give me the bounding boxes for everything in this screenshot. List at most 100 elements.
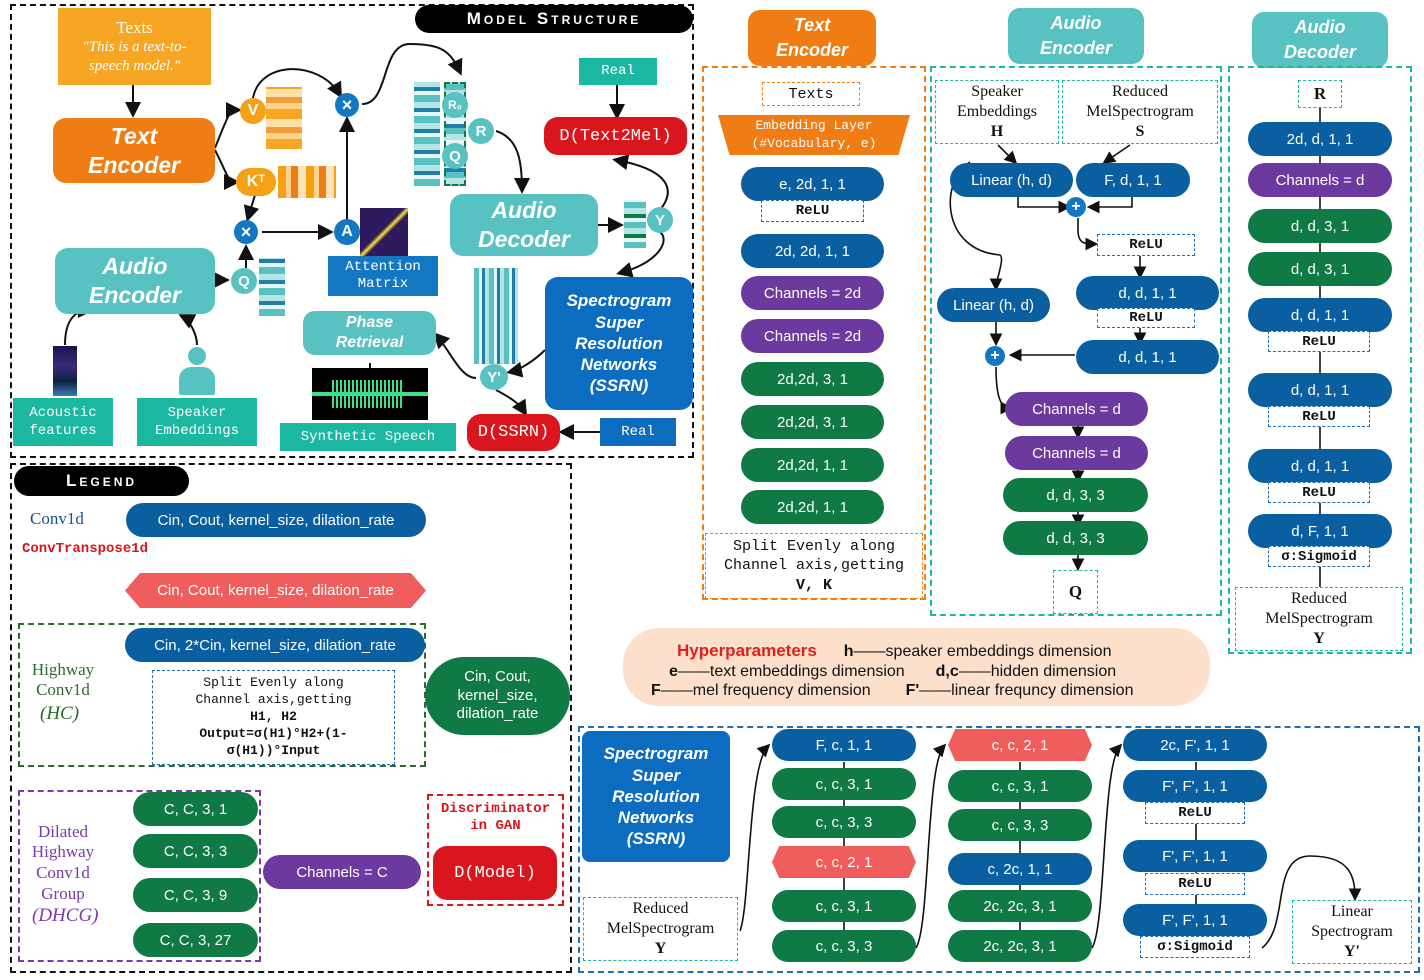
ssrn-output-line1: Linear bbox=[1331, 903, 1373, 920]
ae-dd11-a: d, d, 1, 1 bbox=[1076, 276, 1219, 310]
real-top-label: Real bbox=[579, 58, 657, 85]
ssrn-c1-layer-3: c, c, 3, 3 bbox=[772, 806, 916, 838]
discriminator-box: D(Model) bbox=[433, 846, 557, 900]
ad-output: Reduced MelSpectrogram Y bbox=[1235, 587, 1403, 651]
ssrn-c1-layer-5: c, c, 3, 1 bbox=[772, 890, 916, 922]
ad-l2: Channels = d bbox=[1248, 163, 1392, 197]
dhcg-item-3: C, C, 3, 9 bbox=[133, 878, 258, 912]
ssrn-c1-layer-2: c, c, 3, 1 bbox=[772, 768, 916, 800]
ad-output-line2: MelSpectrogram bbox=[1265, 610, 1373, 627]
ssrn-c3-sigmoid: σ:Sigmoid bbox=[1140, 936, 1250, 958]
ad-sigmoid: σ:Sigmoid bbox=[1268, 546, 1370, 567]
highway-split-line2: Channel axis,getting bbox=[195, 692, 352, 708]
ssrn-c3-l1: 2c, F', 1, 1 bbox=[1123, 729, 1267, 761]
r0-heatmap bbox=[414, 82, 440, 186]
ae-reduced-line3: S bbox=[1135, 123, 1145, 140]
ssrn-title: Spectrogram Super Resolution Networks (S… bbox=[582, 731, 730, 862]
v-symbol: V bbox=[240, 98, 266, 124]
highway-split-line5: σ(H1))°Input bbox=[226, 742, 321, 758]
ae-linear-left: Linear (h, d) bbox=[937, 288, 1050, 322]
legend-panel bbox=[10, 463, 572, 973]
ae-relu-1: ReLU bbox=[1097, 234, 1195, 256]
r-symbol: R bbox=[468, 118, 494, 144]
multiply-top-icon: × bbox=[335, 93, 359, 117]
ad-l8: d, F, 1, 1 bbox=[1248, 514, 1392, 548]
ae-channels-2: Channels = d bbox=[1005, 436, 1148, 470]
ad-output-line1: Reduced bbox=[1291, 590, 1347, 607]
ssrn-c2-layer-5: 2c, 2c, 3, 1 bbox=[948, 890, 1092, 922]
model-structure-arrows bbox=[64, 42, 669, 440]
ae-dd33-b: d, d, 3, 3 bbox=[1003, 521, 1148, 555]
conv1d-label: Conv1d bbox=[30, 509, 84, 528]
conv1d-pill: Cin, Cout, kernel_size, dilation_rate bbox=[126, 503, 426, 537]
hyper-f-text: ——mel frequency dimension bbox=[660, 682, 871, 699]
model-structure-title: Model Structure bbox=[415, 5, 693, 33]
highway-pill: Cin, 2*Cin, kernel_size, dilation_rate bbox=[125, 628, 425, 662]
te-layer-1: e, 2d, 1, 1 bbox=[741, 167, 884, 201]
text-encoder-input: Texts bbox=[762, 82, 860, 106]
dhcg-item-4: C, C, 3, 27 bbox=[133, 923, 258, 957]
text-encoder-split-line2: Channel axis,getting bbox=[723, 557, 905, 575]
ssrn-c2-layer-3: c, c, 3, 3 bbox=[948, 809, 1092, 841]
text-encoder-split-box: Split Evenly along Channel axis,getting … bbox=[705, 533, 923, 599]
y-heatmap bbox=[624, 200, 646, 248]
ae-speaker-line1: Speaker bbox=[971, 83, 1023, 100]
hyper-f-key: F bbox=[651, 682, 661, 699]
q-heatmap bbox=[259, 258, 285, 316]
r0-symbol: R₀ bbox=[442, 92, 468, 118]
ssrn-input-line1: Reduced bbox=[632, 900, 689, 917]
text-encoder-header: Text Encoder bbox=[748, 10, 876, 66]
discriminator-label: Discriminator in GAN bbox=[440, 801, 551, 834]
highway-split-line1: Split Evenly along bbox=[203, 675, 344, 691]
ad-l3: d, d, 3, 1 bbox=[1248, 209, 1392, 243]
hyper-h-key: h bbox=[843, 643, 854, 660]
texts-quote: "This is a text-to-speech model." bbox=[82, 39, 187, 75]
ssrn-panel bbox=[578, 726, 1420, 973]
te-layer-9: 2d,2d, 1, 1 bbox=[741, 490, 884, 524]
ssrn-output: Linear Spectrogram Y' bbox=[1292, 900, 1412, 964]
dhcg-label: Dilated Highway Conv1d Group bbox=[31, 821, 95, 903]
audio-decoder-header: Audio Decoder bbox=[1252, 12, 1388, 68]
te-layer-5: Channels = 2d bbox=[741, 319, 884, 353]
ssrn-c2-layer-2: c, c, 3, 1 bbox=[948, 770, 1092, 802]
ae-speaker-line3: H bbox=[990, 123, 1004, 140]
te-layer-6: 2d,2d, 3, 1 bbox=[741, 362, 884, 396]
speaker-avatar-icon bbox=[179, 347, 215, 395]
te-layer-2: ReLU bbox=[761, 200, 864, 222]
hyper-e-key: e bbox=[669, 663, 678, 680]
ssrn-output-line2: Spectrogram bbox=[1311, 923, 1393, 940]
convtranspose-label: ConvTranspose1d bbox=[22, 541, 149, 557]
ae-linear-top: Linear (h, d) bbox=[950, 163, 1073, 197]
ad-relu-3: ReLU bbox=[1268, 482, 1370, 503]
hyper-fp-key: F' bbox=[905, 682, 920, 699]
hyper-e-text: ——text embeddings dimension bbox=[677, 663, 905, 680]
audio-decoder-panel bbox=[1228, 66, 1412, 654]
y-symbol: Y bbox=[647, 207, 673, 233]
highway-label: Highway Conv1d bbox=[31, 660, 95, 699]
discriminator-group bbox=[427, 794, 564, 906]
ssrn-c2-layer-1: c, c, 2, 1 bbox=[948, 729, 1092, 761]
highway-abbr: (HC) bbox=[40, 703, 80, 724]
ae-reduced-line1: Reduced bbox=[1112, 83, 1168, 100]
hyperparameters-box: Hyperparameters h——speaker embeddings di… bbox=[623, 628, 1210, 706]
ad-relu-2: ReLU bbox=[1268, 406, 1370, 427]
kt-symbol: Kᵀ bbox=[236, 168, 276, 196]
d-text2mel-box: D(Text2Mel) bbox=[544, 117, 687, 155]
text-encoder-block: Text Encoder bbox=[53, 118, 215, 183]
attention-matrix-label: Attention Matrix bbox=[328, 256, 438, 296]
ssrn-c3-relu1: ReLU bbox=[1145, 802, 1245, 824]
audio-encoder-panel bbox=[930, 66, 1222, 616]
ad-l5: d, d, 1, 1 bbox=[1248, 298, 1392, 332]
audio-encoder-header: Audio Encoder bbox=[1008, 8, 1144, 64]
a-symbol: A bbox=[334, 219, 360, 245]
embedding-layer-dims: (#Vocabulary, e) bbox=[751, 136, 877, 151]
acoustic-features-label: Acoustic features bbox=[13, 398, 113, 446]
ssrn-c3-relu2: ReLU bbox=[1145, 873, 1245, 895]
hyper-title: Hyperparameters bbox=[677, 641, 817, 660]
hyper-fp-text: ——linear frequncy dimension bbox=[919, 682, 1134, 699]
kt-heatmap bbox=[278, 166, 336, 198]
ssrn-c2-layer-4: c, 2c, 1, 1 bbox=[948, 853, 1092, 885]
ae-fd11: F, d, 1, 1 bbox=[1076, 163, 1190, 197]
audio-decoder-block: Audio Decoder bbox=[450, 194, 598, 256]
model-structure-panel bbox=[10, 4, 694, 458]
